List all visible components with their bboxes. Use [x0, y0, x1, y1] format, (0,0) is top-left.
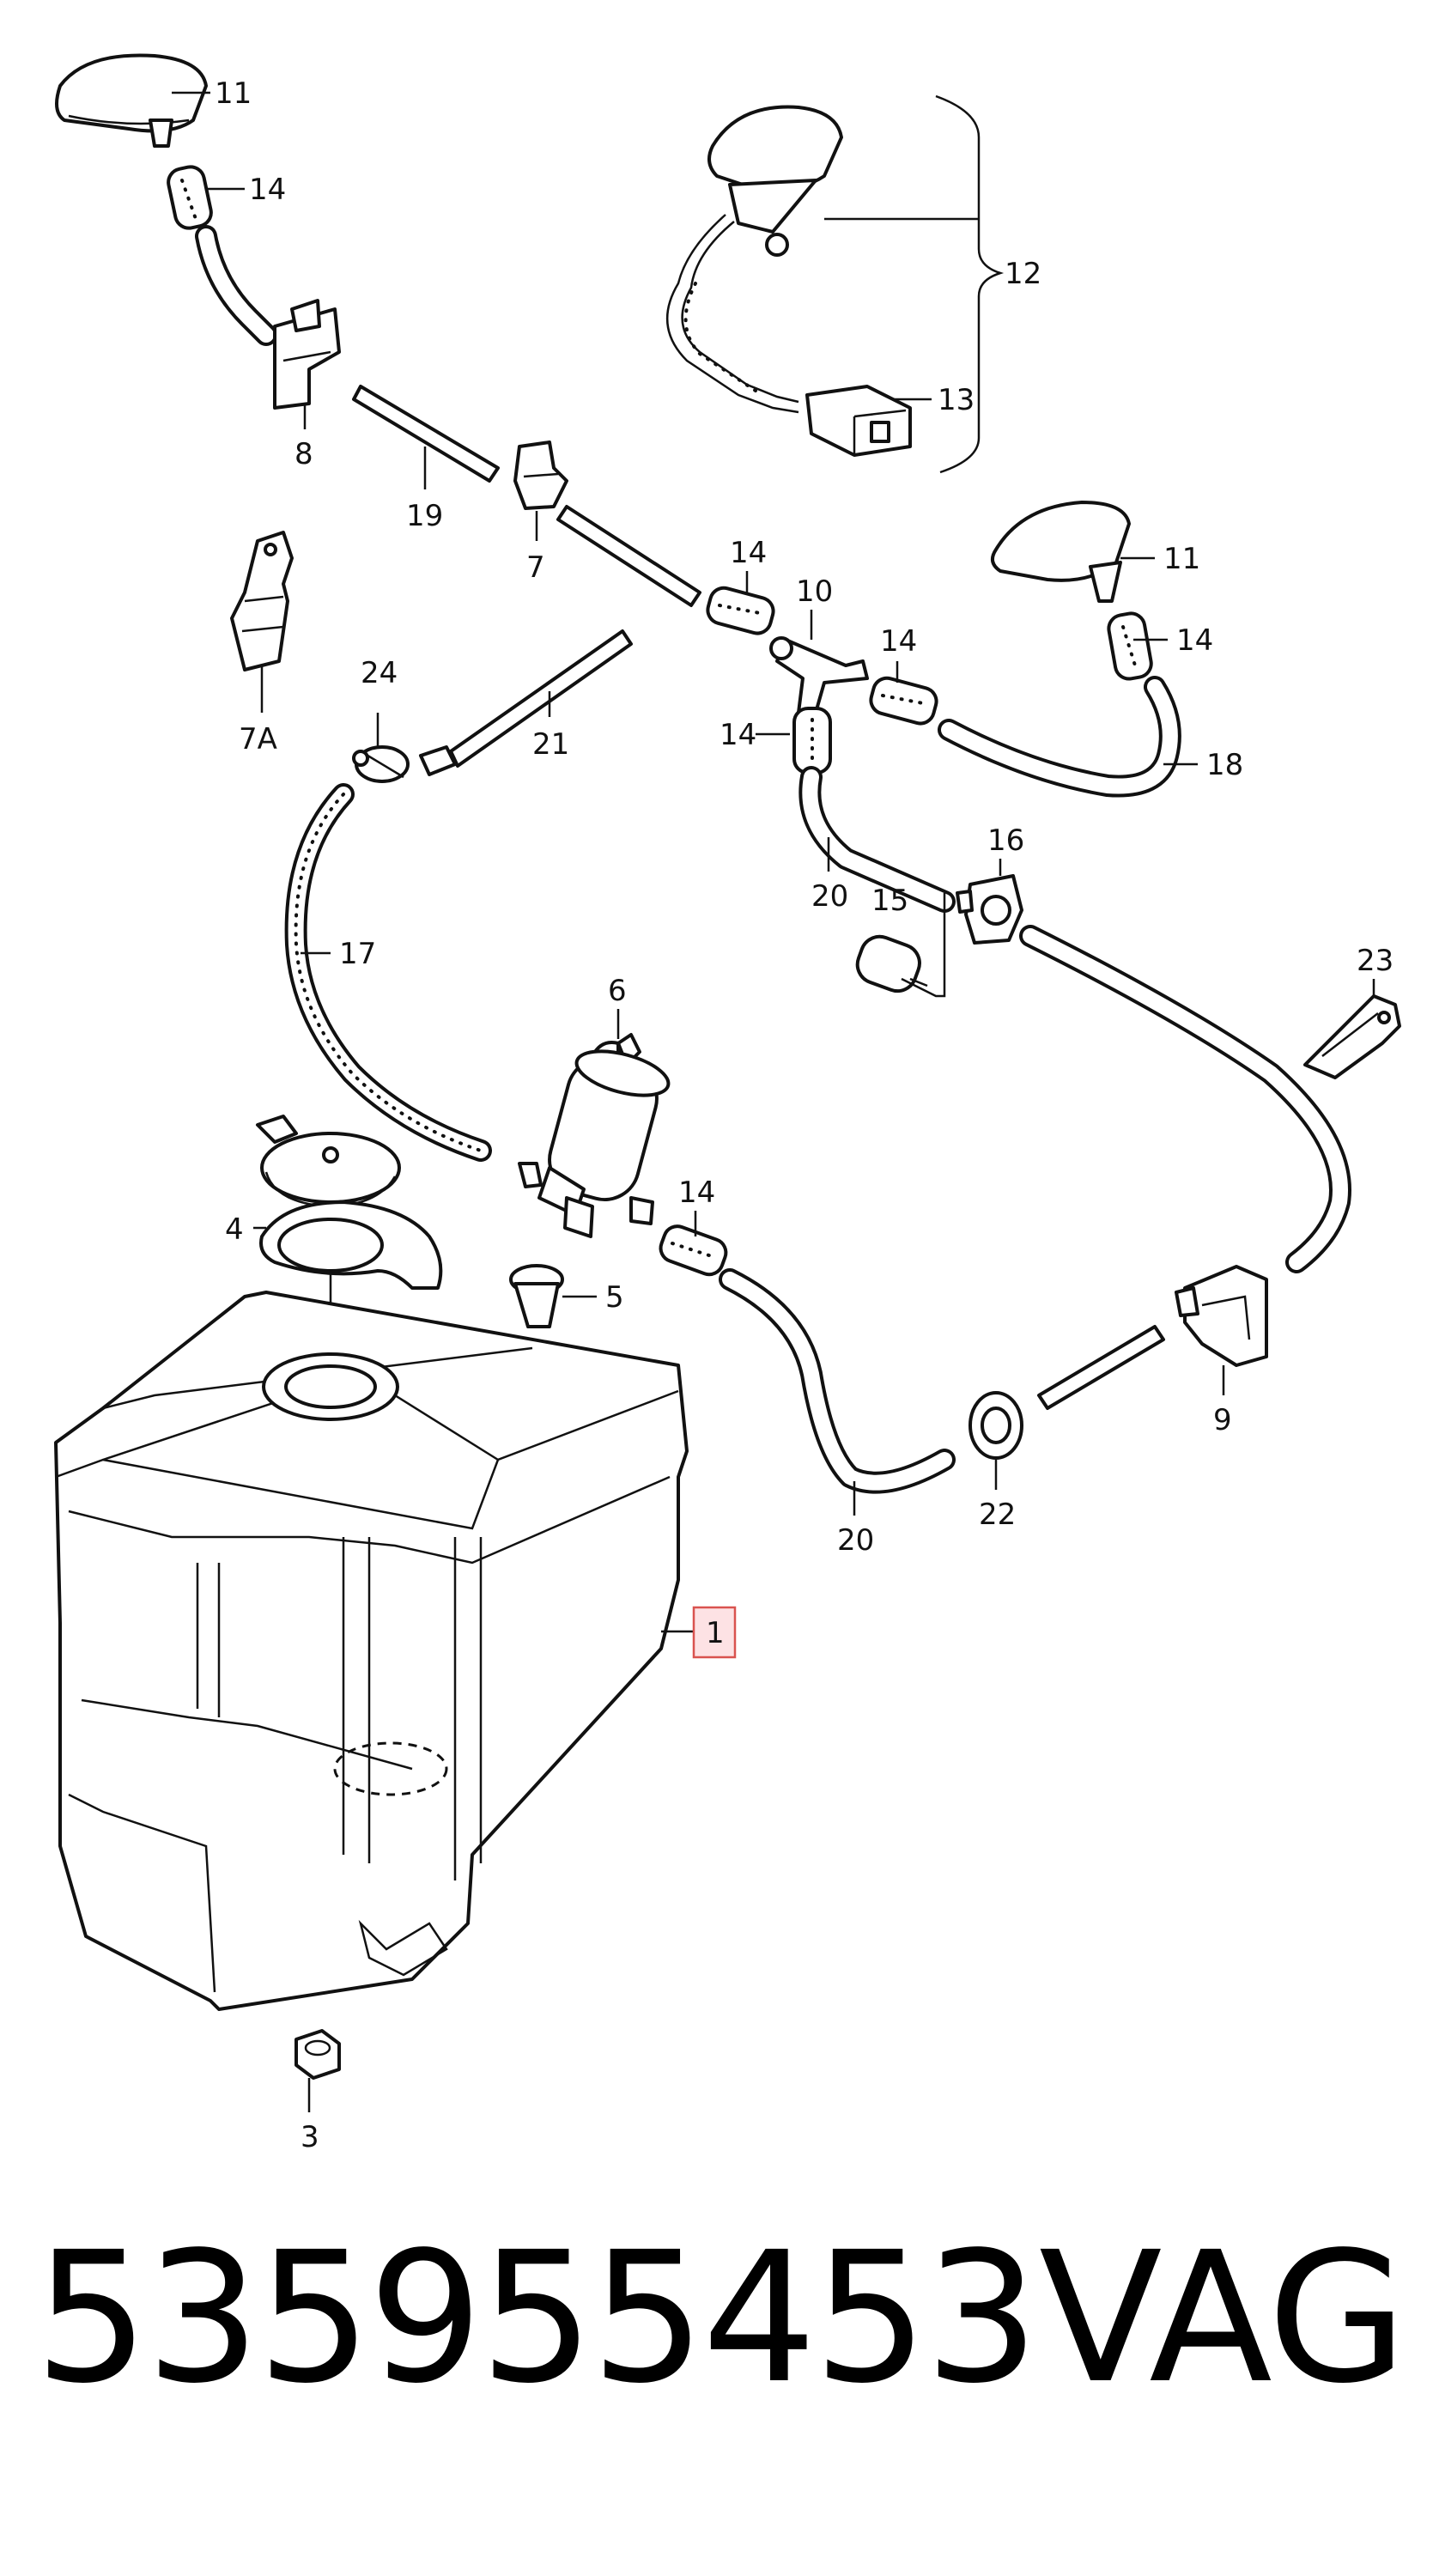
washer-nozzle-right [991, 501, 1131, 603]
callout-10: 10 [796, 574, 833, 609]
filler-cap [256, 1115, 401, 1208]
callout-14-tee-left: 14 [730, 536, 767, 570]
hose-piece-14-tee-left [706, 586, 775, 635]
connector-13 [805, 385, 912, 457]
callout-4: 4 [225, 1212, 244, 1247]
nut-3 [294, 2029, 341, 2080]
callout-8: 8 [294, 437, 313, 471]
callout-24: 24 [361, 656, 398, 690]
callout-18: 18 [1206, 748, 1243, 782]
tube-19 [352, 385, 500, 483]
clip-7a [230, 531, 294, 671]
washer-nozzle-heated-12 [665, 105, 843, 414]
part-number: 535955453 [34, 2213, 1039, 2423]
washer-nozzle-top-left [55, 53, 208, 148]
callout-5: 5 [605, 1280, 624, 1315]
bracket-12 [935, 94, 1005, 474]
callout-14-lower: 14 [678, 1176, 715, 1210]
callout-1-highlight [692, 1606, 737, 1659]
callout-12: 12 [1005, 257, 1041, 291]
clip-16 [956, 874, 1023, 945]
callout-13: 13 [938, 383, 975, 417]
bracket-23 [1303, 994, 1401, 1079]
hose-piece-14-tee-down [792, 707, 832, 775]
hose-piece-14-tee-right [869, 676, 938, 726]
seal-4 [259, 1200, 443, 1290]
hose-20-upper [798, 766, 956, 913]
grommet-22 [968, 1391, 1023, 1460]
callout-14-tee-down: 14 [720, 718, 756, 752]
callout-20-upper: 20 [811, 879, 848, 914]
callout-14-tee-right: 14 [880, 624, 917, 659]
callout-7a: 7A [239, 722, 277, 756]
callout-15: 15 [871, 884, 908, 918]
callout-11-top: 11 [215, 76, 252, 111]
callout-9: 9 [1213, 1403, 1232, 1437]
clip-7 [513, 440, 568, 510]
tube-right-long [1019, 925, 1351, 1273]
clip-9 [1175, 1265, 1268, 1367]
tube-grommet [1037, 1325, 1165, 1410]
t-piece-10 [769, 636, 869, 714]
clip-8 [273, 299, 341, 410]
callout-22: 22 [979, 1498, 1016, 1532]
hose-18 [938, 676, 1181, 798]
hose-piece-14-top [167, 165, 213, 230]
non-return-valve-5 [509, 1264, 564, 1328]
callout-23: 23 [1357, 944, 1394, 978]
callout-3: 3 [301, 2120, 319, 2154]
callout-19: 19 [406, 499, 443, 533]
hose-20-lower [719, 1268, 956, 1494]
callout-14-top: 14 [249, 173, 286, 207]
callout-1: 1 [706, 1616, 725, 1650]
tube-21 [419, 629, 633, 776]
callout-21: 21 [532, 727, 569, 762]
clamp-24 [352, 745, 410, 783]
tube-middle [556, 505, 701, 607]
callout-7: 7 [526, 550, 545, 585]
brand-label: VAG [1039, 2213, 1407, 2423]
washer-pump-6 [518, 1033, 671, 1238]
callout-20-lower: 20 [837, 1523, 874, 1558]
cap-15 [855, 934, 928, 993]
washer-reservoir-1 [54, 1291, 689, 2011]
hose-17 [284, 783, 492, 1162]
callout-17: 17 [339, 937, 376, 971]
callout-6: 6 [608, 974, 627, 1008]
callout-16: 16 [987, 823, 1024, 858]
parts-diagram: 11 14 12 13 8 19 7 7A 14 10 11 14 14 24 … [54, 53, 1401, 2154]
hose-piece-14-right [1107, 611, 1153, 681]
hose-piece-14-lower [659, 1224, 728, 1277]
callout-14-right: 14 [1176, 623, 1213, 658]
callout-11-right: 11 [1163, 542, 1200, 576]
hose-top-left [195, 225, 277, 346]
